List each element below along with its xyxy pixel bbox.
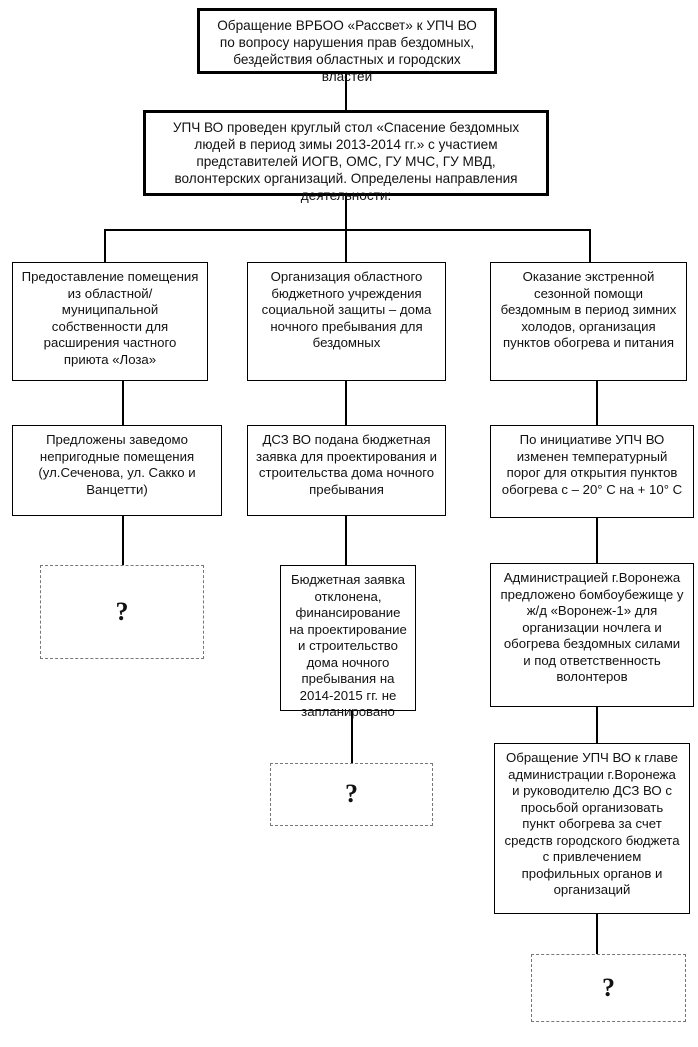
connector-right-3 xyxy=(596,707,598,743)
round-table-box: УПЧ ВО проведен круглый стол «Спасение б… xyxy=(143,110,549,203)
middle-step2-text: Бюджетная заявка отклонена, финансирован… xyxy=(289,572,407,719)
connector-left-2 xyxy=(122,515,124,565)
connector-right-2 xyxy=(596,517,598,563)
connector-root-roundtable xyxy=(345,74,347,110)
connector-branch-left xyxy=(104,229,106,262)
right-step2-text: Администрацией г.Воронежа предложено бом… xyxy=(500,570,684,684)
connector-right-4 xyxy=(596,914,598,954)
connector-branch-horizontal xyxy=(104,229,590,231)
right-unknown-box: ? xyxy=(531,954,686,1022)
middle-unknown-mark: ? xyxy=(345,779,358,809)
round-table-text: УПЧ ВО проведен круглый стол «Спасение б… xyxy=(172,120,520,203)
connector-branch-middle xyxy=(345,229,347,262)
right-step3-box: Обращение УПЧ ВО к главе администрации г… xyxy=(494,743,690,914)
left-step1-box: Предложены заведомо непригодные помещени… xyxy=(12,425,222,516)
middle-direction-text: Организация областного бюджетного учрежд… xyxy=(261,269,432,350)
left-direction-text: Предоставление помещения из областной/му… xyxy=(21,269,199,367)
middle-step1-text: ДСЗ ВО подана бюджетная заявка для проек… xyxy=(256,432,437,497)
connector-branch-right xyxy=(589,229,591,262)
connector-roundtable-branch xyxy=(345,195,347,230)
connector-middle-1 xyxy=(345,381,347,425)
middle-step2-box: Бюджетная заявка отклонена, финансирован… xyxy=(280,565,416,719)
right-unknown-mark: ? xyxy=(602,972,615,1002)
right-direction-box: Оказание экстренной сезонной помощи безд… xyxy=(490,262,687,381)
right-step1-text: По инициативе УПЧ ВО изменен температурн… xyxy=(501,432,683,497)
connector-right-1 xyxy=(596,381,598,425)
middle-unknown-box: ? xyxy=(270,763,433,826)
connector-middle-2 xyxy=(345,515,347,565)
right-step2-box: Администрацией г.Воронежа предложено бом… xyxy=(490,563,694,707)
connector-middle-3 xyxy=(351,711,353,763)
left-direction-box: Предоставление помещения из областной/му… xyxy=(12,262,208,381)
left-step1-text: Предложены заведомо непригодные помещени… xyxy=(38,432,196,497)
root-box: Обращение ВРБОО «Рассвет» к УПЧ ВО по во… xyxy=(197,8,497,84)
right-step3-text: Обращение УПЧ ВО к главе администрации г… xyxy=(504,750,680,897)
connector-left-1 xyxy=(122,381,124,425)
left-unknown-box: ? xyxy=(40,565,204,659)
root-text: Обращение ВРБОО «Рассвет» к УПЧ ВО по во… xyxy=(217,18,477,84)
right-direction-text: Оказание экстренной сезонной помощи безд… xyxy=(500,269,677,350)
middle-direction-box: Организация областного бюджетного учрежд… xyxy=(247,262,446,381)
right-step1-box: По инициативе УПЧ ВО изменен температурн… xyxy=(490,425,694,518)
left-unknown-mark: ? xyxy=(115,596,129,626)
middle-step1-box: ДСЗ ВО подана бюджетная заявка для проек… xyxy=(247,425,446,516)
